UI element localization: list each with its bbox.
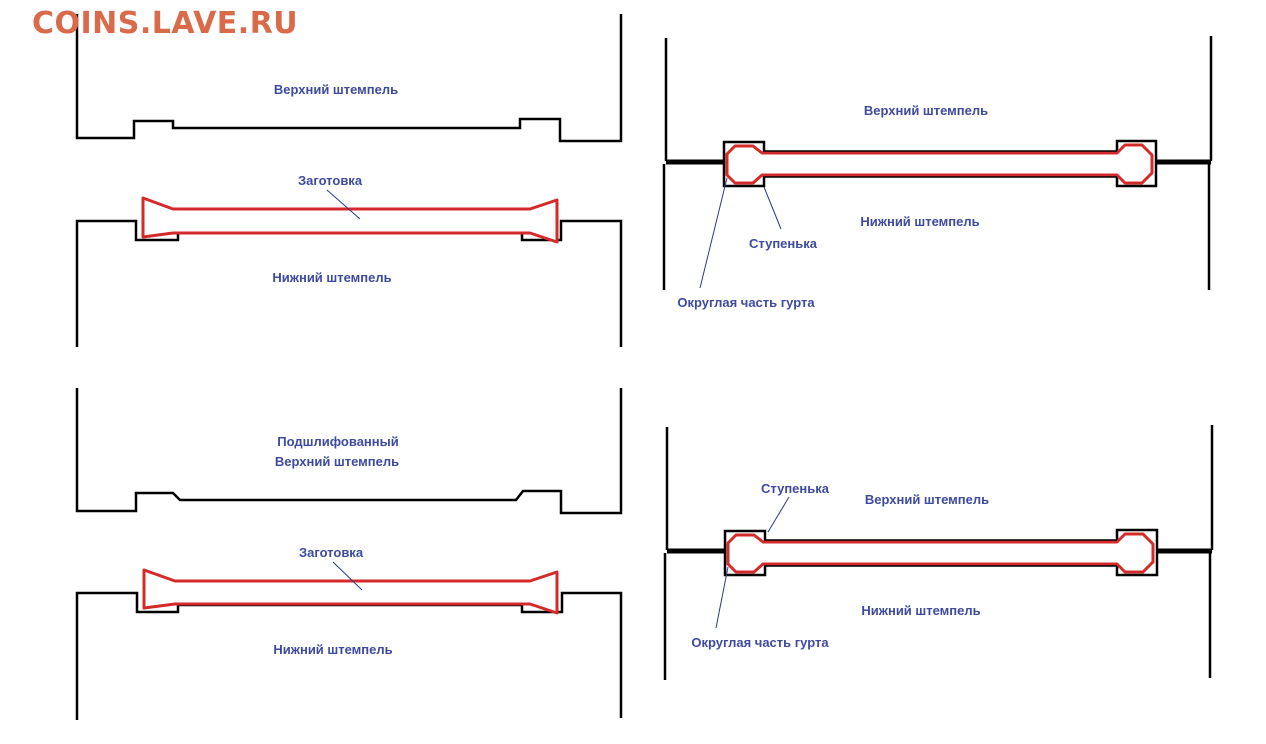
panel-top-right [662,36,1213,290]
struck-coin-shape [725,143,1154,185]
step-leader-line [767,496,790,533]
step-leader-line [763,186,782,230]
struck-coin-shape [726,532,1155,574]
lower-die-label: Нижний штемпель [273,642,393,657]
blank-shape [142,568,559,615]
blank-label: Заготовка [297,173,363,188]
rounded-edge-leader-line [715,566,729,629]
rounded-edge-label: Округлая часть гурта [677,295,815,310]
blank-leader-line [326,189,361,220]
site-watermark: COINS.LAVE.RU [32,6,299,41]
ground-upper-die-label-line1: Подшлифованный [277,434,399,449]
upper-die-label: Верхний штемпель [864,492,990,507]
blank-label: Заготовка [298,545,364,560]
blank-leader-line [332,561,363,591]
upper-die-label: Верхний штемпель [863,103,989,118]
rounded-edge-leader-line [699,177,728,289]
lower-die-label: Нижний штемпель [860,214,980,229]
ground-upper-die-label-line2: Верхний штемпель [274,454,400,469]
lower-die-label: Нижний штемпель [272,270,392,285]
step-label: Ступенька [749,236,817,251]
panel-bottom-left [75,388,623,720]
rounded-edge-label: Округлая часть гурта [691,635,829,650]
upper-die-outline [75,14,623,143]
blank-shape [141,196,559,244]
lower-die-label: Нижний штемпель [861,603,981,618]
step-label: Ступенька [761,481,829,496]
panel-bottom-right [663,425,1214,680]
panel-top-left [75,14,623,347]
ground-upper-die-outline [75,388,623,515]
upper-die-label: Верхний штемпель [273,82,399,97]
